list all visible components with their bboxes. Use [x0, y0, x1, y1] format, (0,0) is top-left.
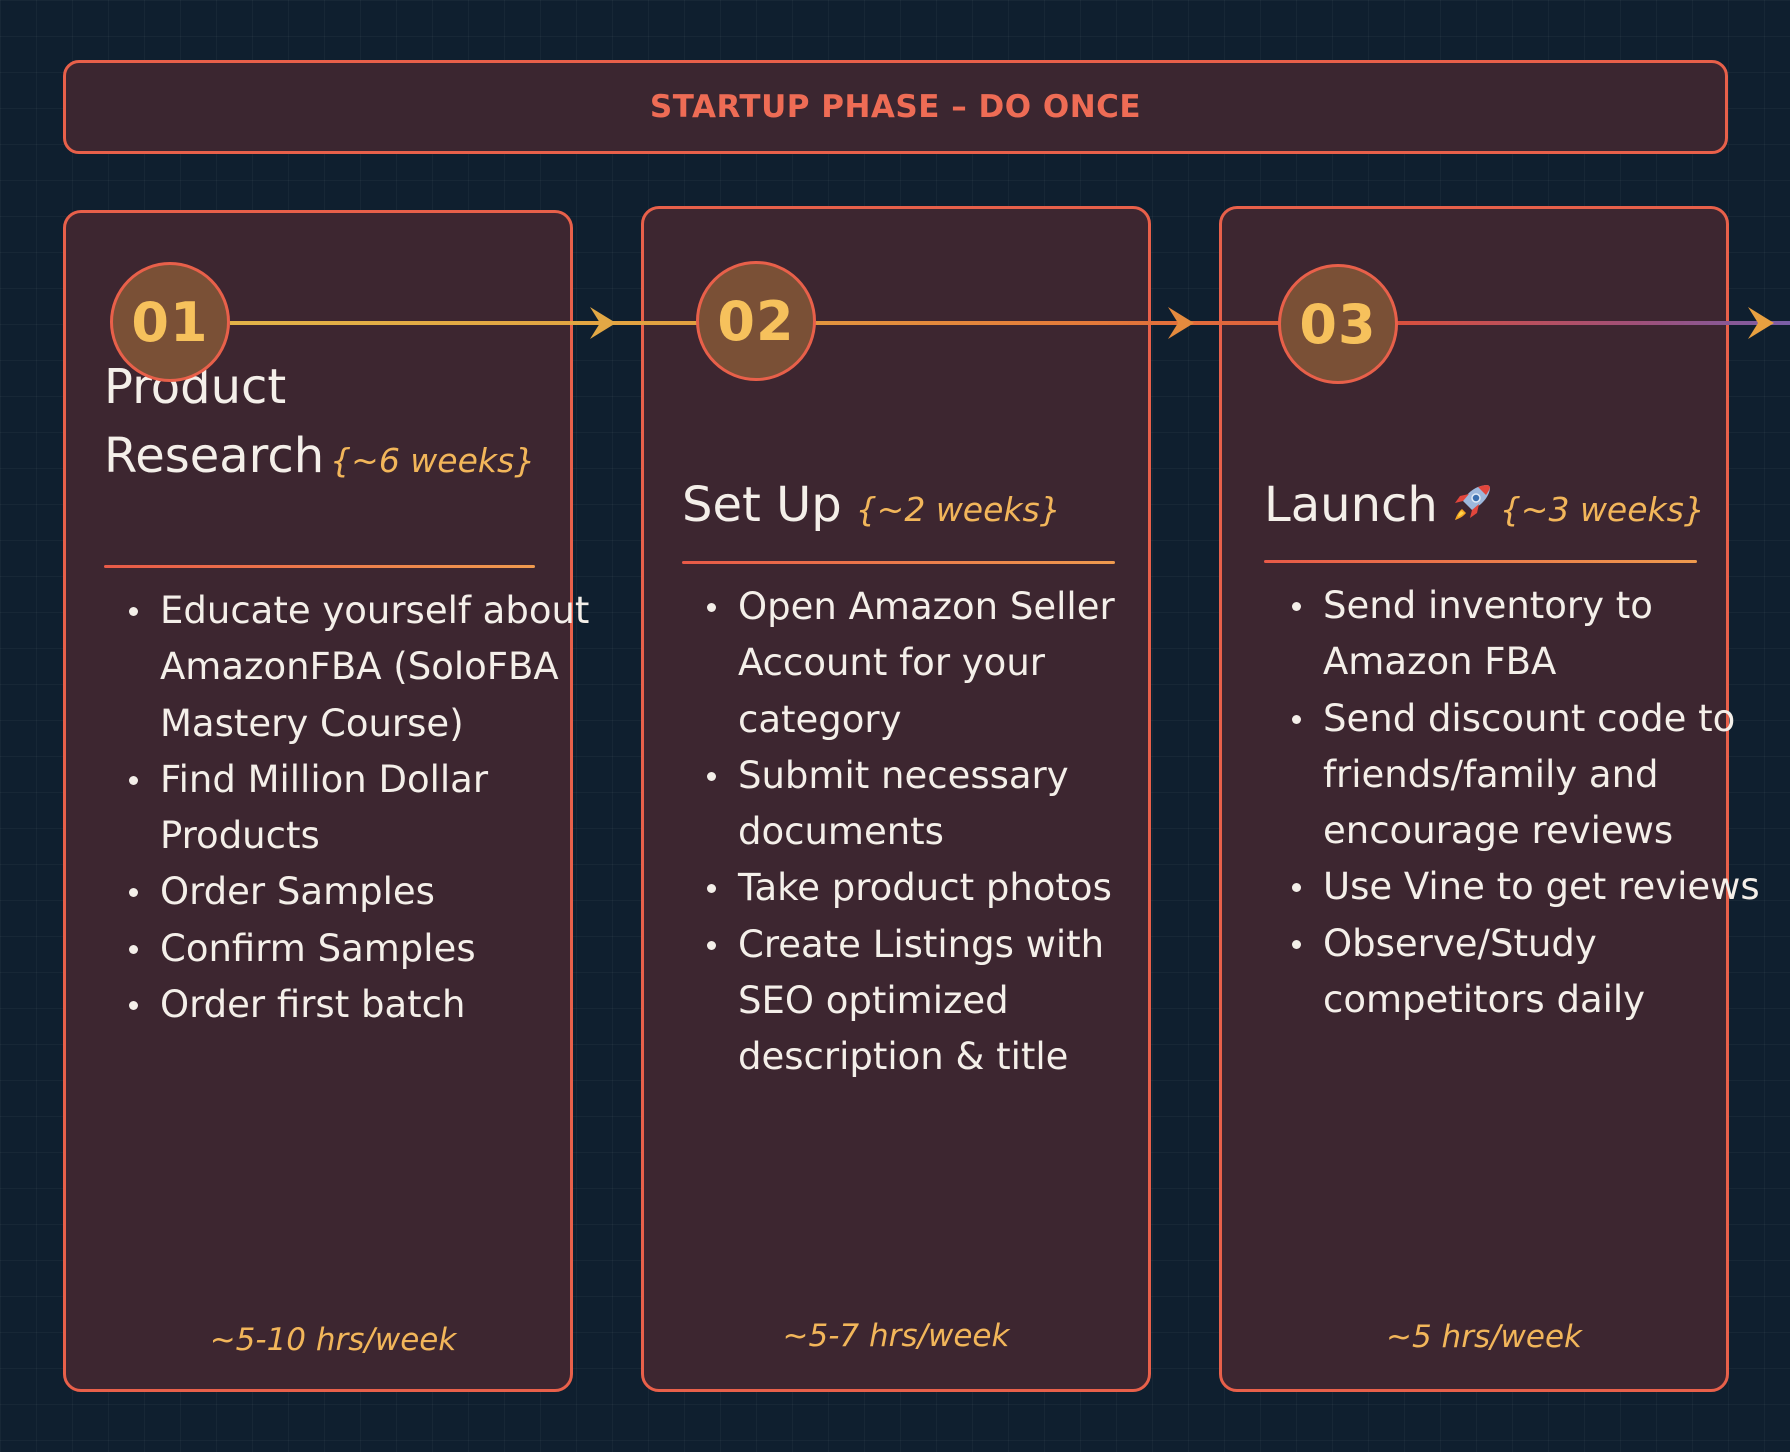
- arrow-head-icon: [1748, 307, 1774, 339]
- task-item: Create Listings with SEO optimized descr…: [707, 917, 1178, 1086]
- task-item: Educate yourself about AmazonFBA (SoloFB…: [129, 583, 600, 752]
- task-item: Find Million Dollar Products: [129, 752, 600, 865]
- step-title-line2: Research: [104, 428, 325, 484]
- weekly-hours: ~5-10 hrs/week: [209, 1322, 457, 1358]
- task-item: Confirm Samples: [129, 921, 600, 977]
- step-card-set-up: Set Up{~2 weeks} Open Amazon Seller Acco…: [641, 206, 1151, 1392]
- step-duration: {~2 weeks}: [855, 490, 1061, 529]
- arrow-head-icon: [590, 307, 616, 339]
- weekly-hours: ~5-7 hrs/week: [782, 1318, 1010, 1354]
- task-list: Educate yourself about AmazonFBA (SoloFB…: [101, 583, 600, 1033]
- task-list: Open Amazon Seller Account for your cate…: [679, 579, 1178, 1086]
- phase-banner: STARTUP PHASE – DO ONCE: [63, 60, 1728, 154]
- step-title: Launch {~3 weeks}: [1264, 471, 1705, 544]
- step-card-launch: Launch {~3 weeks} Send inventory to Amaz…: [1219, 206, 1760, 1392]
- task-item: Use Vine to get reviews: [1292, 859, 1763, 915]
- step-duration: {~3 weeks}: [1499, 490, 1705, 529]
- task-item: Order first batch: [129, 977, 600, 1033]
- weekly-hours: ~5 hrs/week: [1386, 1319, 1582, 1355]
- step-card-product-research: Product Research{~6 weeks} Educate yours…: [63, 210, 589, 1392]
- task-item: Order Samples: [129, 864, 600, 920]
- task-list: Send inventory to Amazon FBA Send discou…: [1264, 578, 1763, 1028]
- task-item: Send discount code to friends/family and…: [1292, 691, 1763, 860]
- step-number-badge: 02: [696, 261, 816, 381]
- title-divider: [104, 565, 535, 568]
- title-divider: [682, 561, 1115, 564]
- task-item: Open Amazon Seller Account for your cate…: [707, 579, 1178, 748]
- step-number: 02: [717, 289, 795, 353]
- step-number-badge: 03: [1278, 264, 1398, 384]
- task-item: Take product photos: [707, 860, 1178, 916]
- title-divider: [1264, 560, 1697, 563]
- step-number: 01: [131, 290, 209, 354]
- task-item: Observe/Study competitors daily: [1292, 916, 1763, 1029]
- step-number-badge: 01: [110, 262, 230, 382]
- step-title-text: Launch: [1264, 477, 1438, 533]
- step-title: Set Up {~2 weeks}: [682, 471, 1061, 544]
- arrow-head-icon: [1168, 307, 1194, 339]
- step-number: 03: [1299, 292, 1377, 356]
- task-item: Submit necessary documents: [707, 748, 1178, 861]
- phase-banner-title: STARTUP PHASE – DO ONCE: [649, 89, 1142, 125]
- rocket-icon: [1454, 485, 1490, 520]
- step-title-text: Set Up: [682, 477, 842, 533]
- task-item: Send inventory to Amazon FBA: [1292, 578, 1763, 691]
- step-duration: {~6 weeks}: [330, 441, 536, 480]
